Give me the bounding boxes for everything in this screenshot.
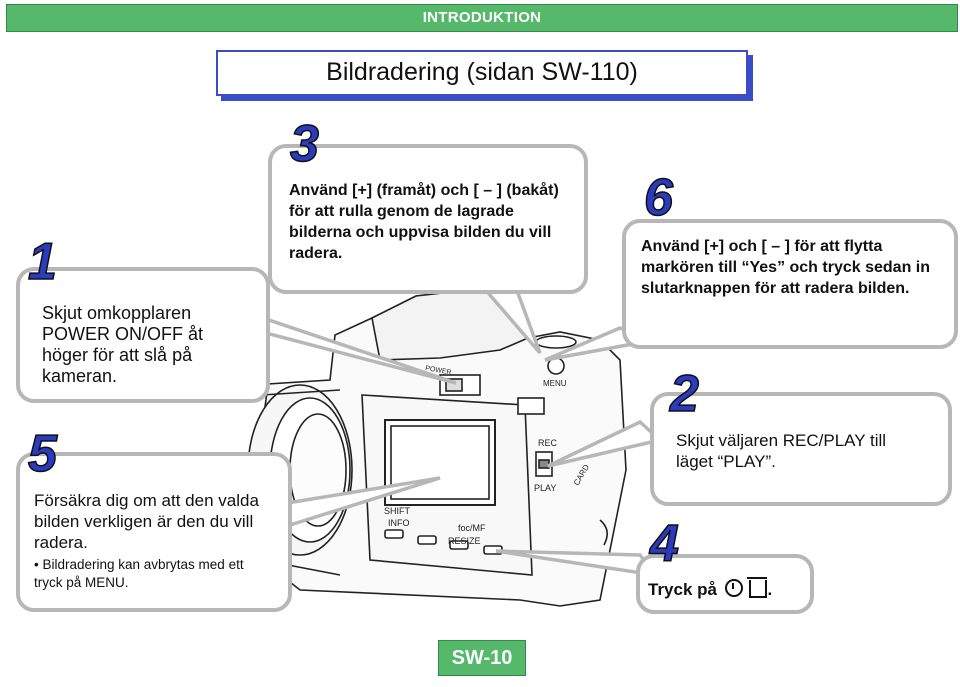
step-1-number: 1 [27,233,57,291]
step-5-number: 5 [27,425,57,483]
step-2-text: Skjut väljaren REC/PLAY till läget “PLAY… [676,431,887,471]
menu-label: MENU [543,379,567,388]
play-label: PLAY [534,483,556,493]
step-5-callout [16,452,292,612]
step-2-callout [650,392,952,506]
page-title: Bildradering (sidan SW-110) [326,58,638,86]
step-5-text: Försäkra dig om att den valda bilden ver… [34,491,259,552]
section-title: INTRODUKTION [422,9,542,26]
rec-label: REC [538,438,558,448]
step-4-text: Tryck på . [648,577,798,600]
page-title-box: Bildradering (sidan SW-110) [216,50,748,96]
step-6-number: 6 [643,169,673,227]
step-5-bullet: • Bildradering kan avbrytas med ett tryc… [34,557,244,590]
step-4-label: Tryck på [648,580,717,599]
step-6-callout [622,219,958,349]
step-1-callout [16,267,270,403]
step-3-text: Använd [+] (framåt) och [ – ] (bakåt) fö… [289,182,559,262]
resize-label: RESIZE [448,536,481,546]
step-1-text: Skjut omkopplaren POWER ON/OFF åt höger … [42,303,204,386]
info-label: INFO [388,518,410,528]
step-4-number: 4 [649,515,679,573]
timer-icon [724,579,743,597]
focus-label: foc/MF [458,523,486,533]
shift-label: SHIFT [384,506,411,516]
power-label: POWER [425,365,452,376]
header-bar: INTRODUKTION [6,4,958,32]
step-2-number: 2 [669,365,699,423]
step-3-number: 3 [289,115,319,173]
trash-icon [747,577,768,598]
step-4-suffix: . [767,580,773,599]
step-6-text: Använd [+] och [ – ] för att flytta mark… [641,238,930,297]
page-number: SW-10 [438,640,526,676]
step-3-callout [268,144,588,294]
